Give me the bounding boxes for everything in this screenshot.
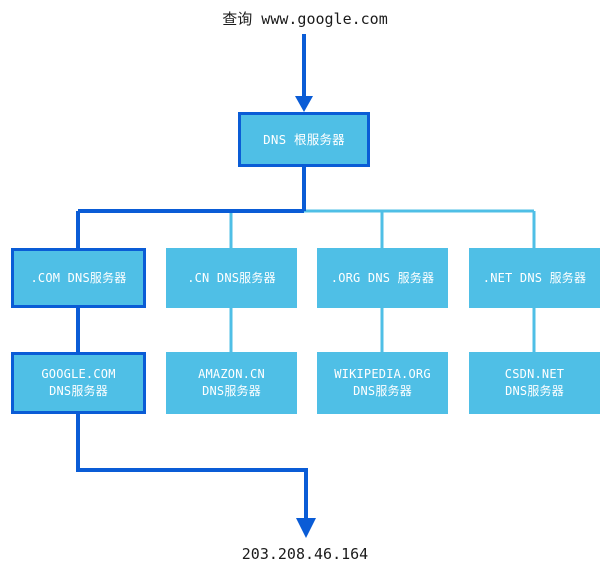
node-label: .NET DNS 服务器 [482,270,587,285]
node-tld-org-server[interactable]: .ORG DNS 服务器 [317,248,448,308]
inactive-connectors [76,209,536,352]
node-tld-cn-server[interactable]: .CN DNS服务器 [166,248,297,308]
node-label: .COM DNS服务器 [30,270,127,285]
node-label-line1: WIKIPEDIA.ORG [334,367,431,381]
node-tld-net-server[interactable]: .NET DNS 服务器 [469,248,600,308]
result-elbow-path [76,414,308,528]
node-label-line2: DNS服务器 [353,384,412,398]
node-label-line1: CSDN.NET [504,367,565,381]
node-authoritative-google[interactable]: GOOGLE.COM DNS服务器 [11,352,146,414]
node-authoritative-wikipedia[interactable]: WIKIPEDIA.ORG DNS服务器 [317,352,448,414]
resolved-ip-caption: 203.208.46.164 [241,545,369,563]
node-label-line2: DNS服务器 [49,384,108,398]
node-label-line1: GOOGLE.COM [41,367,116,381]
result-arrowhead [296,518,316,538]
node-label-line1: AMAZON.CN [198,367,265,381]
node-label: .ORG DNS 服务器 [330,270,435,285]
node-dns-root-server[interactable]: DNS 根服务器 [238,112,370,167]
node-tld-com-server[interactable]: .COM DNS服务器 [11,248,146,308]
node-label-line2: DNS服务器 [202,384,261,398]
node-label: DNS 根服务器 [263,132,345,147]
query-arrowhead [295,96,313,112]
node-authoritative-amazon[interactable]: AMAZON.CN DNS服务器 [166,352,297,414]
query-caption: 查询 www.google.com [222,10,388,28]
node-label: .CN DNS服务器 [187,270,276,285]
node-label-line2: DNS服务器 [505,384,564,398]
node-authoritative-csdn[interactable]: CSDN.NET DNS服务器 [469,352,600,414]
